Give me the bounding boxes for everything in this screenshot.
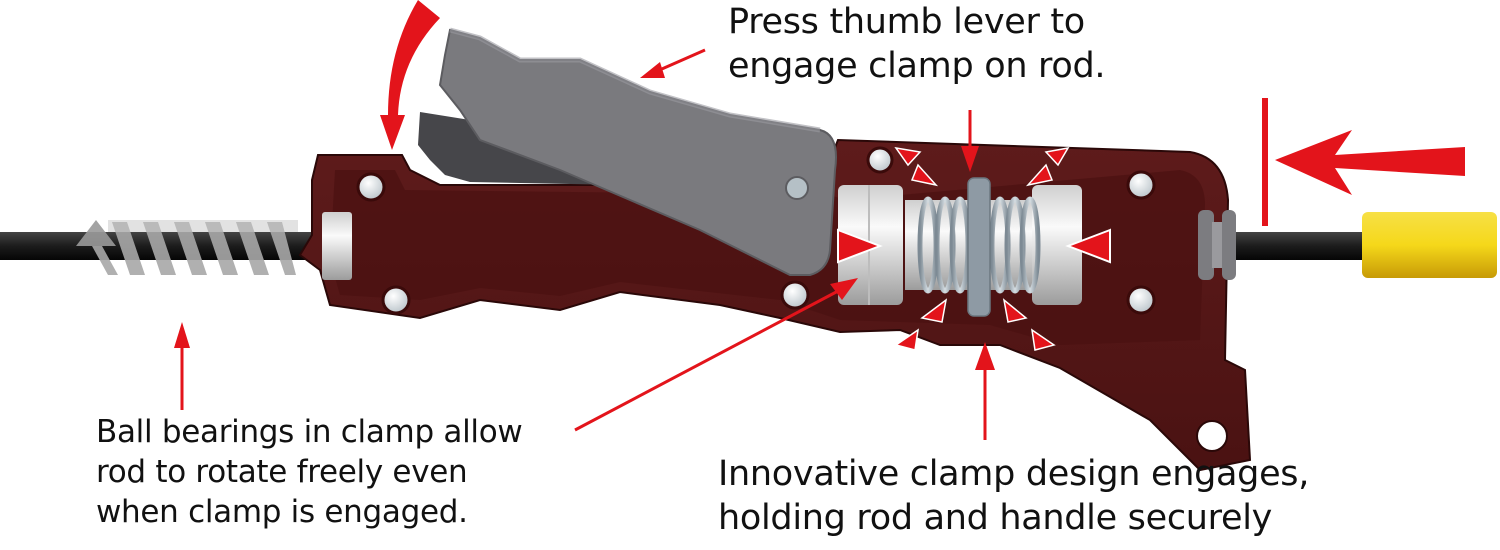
clamp-assembly <box>838 177 1082 317</box>
clamp-collar <box>967 177 991 317</box>
spring <box>917 196 1041 294</box>
callout-bearings-line-1: Ball bearings in clamp allow <box>96 414 523 450</box>
rod-guide <box>322 212 352 280</box>
push-arrow-icon <box>1275 130 1465 195</box>
handle-pins <box>356 146 1156 315</box>
callout-bearings-line-3: when clamp is engaged. <box>96 494 468 530</box>
annotation-arrows <box>174 0 1465 440</box>
curved-arrow-icon <box>380 0 440 150</box>
handle-lanyard-hole <box>1196 420 1228 452</box>
callout-lever-line-1: Press thumb lever to <box>728 2 1085 42</box>
callout-bearings-line-2: rod to rotate freely even <box>96 454 468 490</box>
pin <box>780 280 810 310</box>
callout-lever-line-2: engage clamp on rod. <box>728 46 1106 86</box>
lever-pivot-pin <box>785 176 809 200</box>
callout-clamp-line-1: Innovative clamp design engages, <box>718 454 1310 494</box>
rotation-spiral-icon <box>76 220 298 275</box>
pin <box>1126 170 1156 200</box>
rod-tip <box>1362 212 1497 278</box>
callout-lever: Press thumb lever to engage clamp on rod… <box>728 0 1106 88</box>
callout-bearings: Ball bearings in clamp allow rod to rota… <box>96 412 523 532</box>
pin <box>356 172 386 202</box>
bearing-right <box>1032 185 1082 305</box>
pin <box>1126 285 1156 315</box>
callout-clamp: Innovative clamp design engages, holding… <box>718 452 1309 540</box>
arrowhead-icon <box>640 62 665 78</box>
pin <box>381 285 411 315</box>
rod-grommet <box>1198 210 1236 280</box>
pin <box>866 146 894 174</box>
callout-clamp-line-2: holding rod and handle securely <box>718 498 1273 538</box>
